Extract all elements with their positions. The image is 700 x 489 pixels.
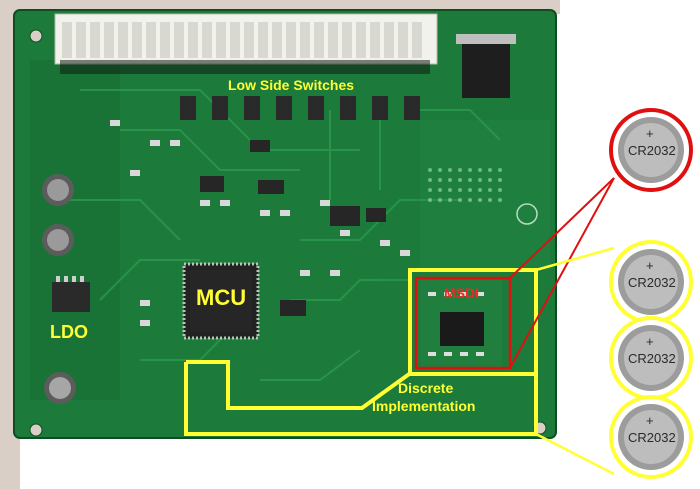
power-transistor-tab <box>456 34 516 44</box>
coin-3-label: CR2032 <box>628 351 676 366</box>
red-leader-bottom <box>509 177 615 369</box>
coin-cell-3 <box>609 316 693 400</box>
connector-pins <box>62 22 422 58</box>
board-zone <box>30 60 120 400</box>
mounting-holes <box>29 29 547 437</box>
discrete-label-line1: Discrete <box>398 380 454 396</box>
yellow-leader-bottom <box>535 432 615 476</box>
coin-2-label: CR2032 <box>628 275 676 290</box>
ldo-pins <box>56 276 84 282</box>
discrete-outline-upper <box>186 360 414 410</box>
mcu-label: MCU <box>196 285 247 310</box>
msdi-red-box <box>414 276 512 370</box>
ldo-label: LDO <box>50 322 88 342</box>
low-side-switches-label: Low Side Switches <box>228 77 355 93</box>
coin-4-plus: + <box>646 413 654 428</box>
msdi-label: MSDI <box>444 285 479 301</box>
discrete-label-line2: Implementation <box>372 398 476 414</box>
coin-cell-4 <box>609 395 693 479</box>
ldo-chip <box>52 282 90 312</box>
coin-2-plus: + <box>646 258 654 273</box>
red-leader-top <box>509 177 615 279</box>
coin-cell-1 <box>609 108 693 192</box>
msdi-passives <box>428 292 484 356</box>
small-passives <box>110 120 410 326</box>
msdi-chip <box>440 312 484 346</box>
coin-1-plus: + <box>646 126 654 141</box>
coin-3-plus: + <box>646 334 654 349</box>
small-ics <box>200 140 386 316</box>
switch-components <box>180 96 420 120</box>
power-transistor <box>462 38 510 98</box>
mcu-die <box>190 270 252 332</box>
discrete-outline-lower <box>184 362 538 436</box>
electrolytic-capacitors <box>42 174 76 404</box>
board-zone <box>420 120 550 270</box>
yellow-leader-top <box>535 246 615 272</box>
coin-4-label: CR2032 <box>628 430 676 445</box>
via-field <box>428 168 502 202</box>
coin-1-label: CR2032 <box>628 143 676 158</box>
fiducial-mark <box>516 203 538 225</box>
coin-cell-2 <box>609 240 693 324</box>
connector-footprint <box>60 60 430 74</box>
